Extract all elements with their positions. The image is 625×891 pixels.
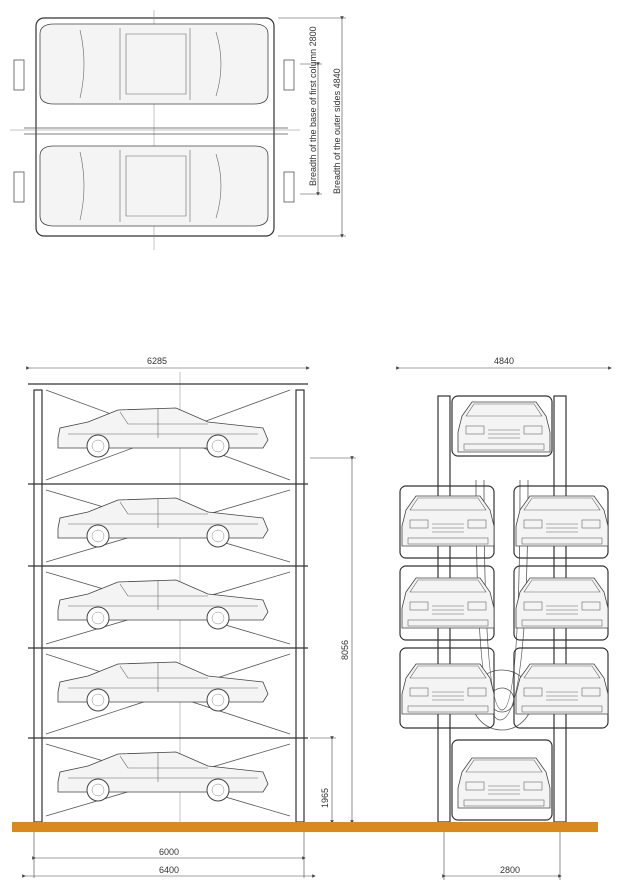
front-car-right-3 — [515, 663, 609, 715]
side-dim-bottom: 1965 — [320, 788, 330, 808]
side-dim-top: 6285 — [147, 356, 167, 366]
front-dim-base: 2800 — [500, 865, 520, 875]
front-car-left-2 — [401, 577, 495, 629]
top-car-lower — [39, 145, 269, 227]
top-view: Breadth of the base of first column 2800… — [10, 10, 346, 250]
front-dim-top: 4840 — [494, 356, 514, 366]
side-dim-height: 8056 — [340, 640, 350, 660]
front-car-right-2 — [515, 577, 609, 629]
top-car-upper — [39, 23, 269, 105]
side-car-level-2 — [57, 661, 269, 712]
front-car-left-1 — [401, 495, 495, 547]
dim-outer-sides: Breadth of the outer sides 4840 — [332, 68, 342, 194]
ground-strip — [12, 822, 598, 832]
side-car-level-4 — [57, 497, 269, 548]
side-car-level-5 — [57, 407, 269, 458]
side-view: 6285 8056 1965 — [22, 356, 356, 878]
side-car-level-1 — [57, 751, 269, 802]
front-view: 4840 2800 — [396, 356, 612, 880]
dim-base-first-column: Breadth of the base of first column 2800 — [308, 26, 318, 186]
side-dim-outer: 6400 — [159, 865, 179, 875]
side-car-level-3 — [57, 579, 269, 630]
side-dim-inner: 6000 — [159, 847, 179, 857]
front-car-right-1 — [515, 495, 609, 547]
front-car-bottom — [457, 757, 551, 809]
front-car-top — [457, 401, 551, 453]
front-car-left-3 — [401, 663, 495, 715]
